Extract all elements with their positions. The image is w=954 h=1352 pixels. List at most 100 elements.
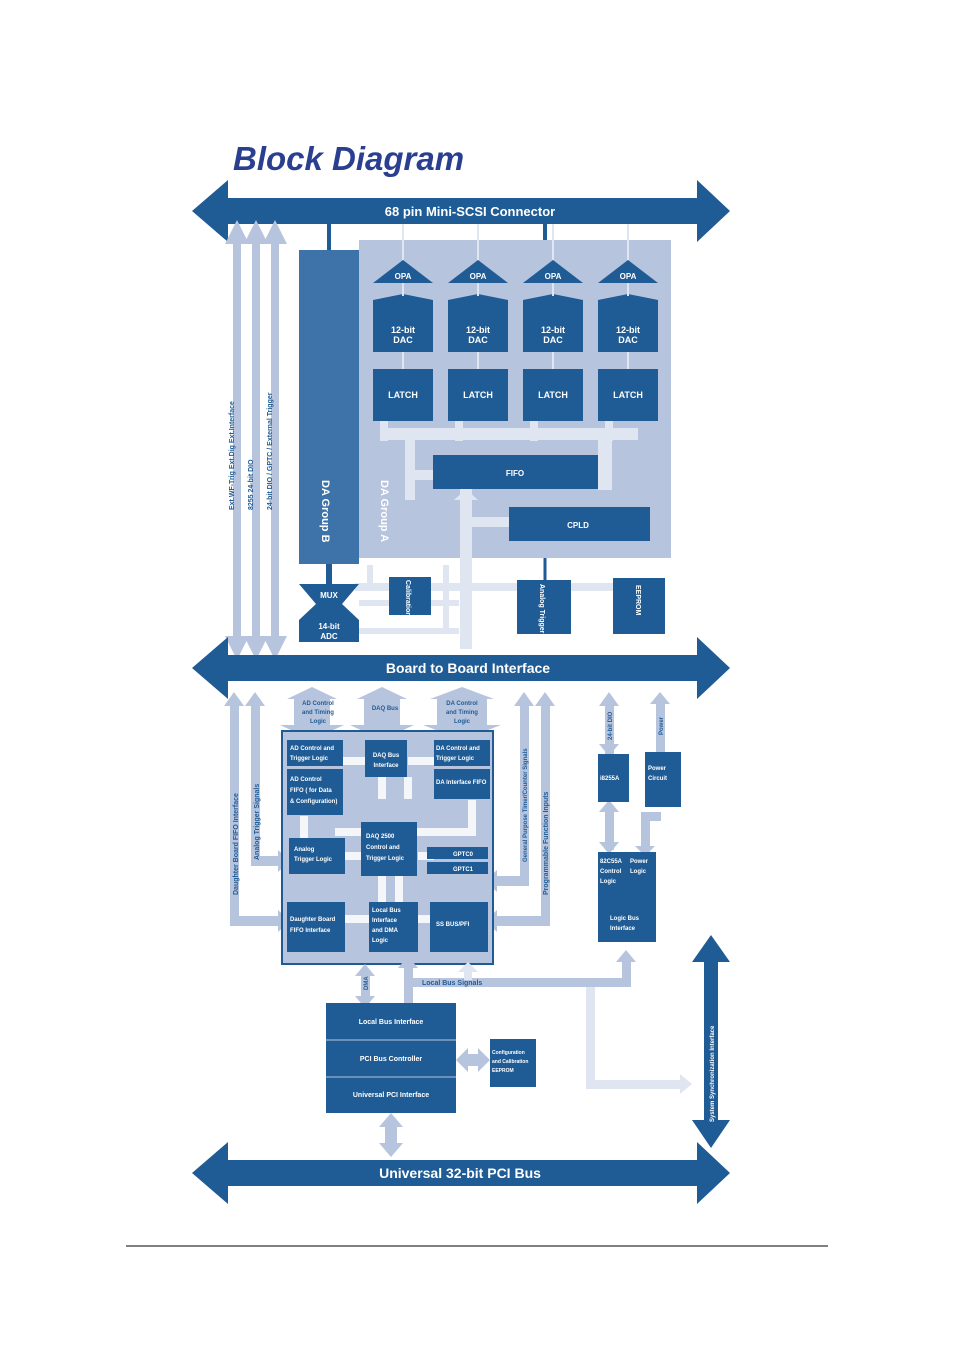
local-bus-interface-label: Local Bus Interface	[359, 1019, 424, 1026]
opa-label-2: OPA	[470, 272, 487, 281]
latch-2: LATCH	[463, 390, 493, 400]
dac-2-line1: 12-bit	[466, 325, 490, 335]
daughter-fifo-side-label: Daughter Board FIFO Interface	[233, 793, 240, 895]
dac-1-line1: 12-bit	[391, 325, 415, 335]
ad-timing-line2: and Timing	[302, 710, 334, 716]
right-block-arrows: 24-bit DIO Power	[599, 692, 670, 856]
pci-bus-label: Universal 32-bit PCI Bus	[379, 1165, 541, 1181]
ad-timing-line1: AD Control	[302, 701, 334, 707]
dio-24bit-label: 24-bit DIO	[608, 711, 614, 740]
local-bus-signals-label: Local Bus Signals	[422, 980, 482, 987]
fifo-block: FIFO	[433, 455, 598, 489]
daq-bus-arrow: DAQ Bus	[372, 706, 399, 712]
ad-ctrl-line1: AD Control and	[290, 746, 334, 752]
da-iface-fifo: DA Interface FIFO	[436, 780, 487, 786]
power-circuit-line1: Power	[648, 766, 667, 772]
latch-3: LATCH	[538, 390, 568, 400]
config-eeprom: Configuration and Calibration EEPROM	[456, 1039, 536, 1087]
da-timing-line1: DA Control	[446, 701, 478, 707]
opa-label-3: OPA	[545, 272, 562, 281]
opa-label-1: OPA	[395, 272, 412, 281]
left-vertical-arrows: Ext.WF-Trig Ext.Dig Ext.Interface 8255 2…	[225, 220, 287, 660]
daq-ctrl-line1: DAQ 2500	[366, 834, 395, 840]
dac-2-line2: DAC	[468, 335, 488, 345]
top-bus-label: 68 pin Mini-SCSI Connector	[385, 204, 555, 219]
dac-3-line1: 12-bit	[541, 325, 565, 335]
pci-controller: Local Bus Interface PCI Bus Controller U…	[326, 1003, 456, 1113]
logic-bus-line2: Interface	[610, 926, 636, 932]
local-bus-line1: Local Bus	[372, 908, 401, 914]
upper-arrows: AD Control and Timing Logic DAQ Bus DA C…	[280, 687, 501, 740]
right-side-arrows: General Purpose Timer/Counter Signals Pr…	[485, 692, 555, 932]
i8255-ctrl-line1: 82C55A	[600, 859, 623, 865]
latch-bus	[380, 421, 638, 500]
power-logic-line1: Power	[630, 859, 649, 865]
dac-3-line2: DAC	[543, 335, 563, 345]
top-bus: 68 pin Mini-SCSI Connector	[192, 180, 730, 242]
da-timing-line2: and Timing	[446, 710, 478, 716]
left-side-arrows: Daughter Board FIFO Interface Analog Tri…	[224, 692, 290, 932]
local-bus-signals: Local Bus Signals DMA	[355, 950, 692, 1094]
mux-adc: MUX 14-bit ADC	[299, 564, 359, 642]
cpld-label: CPLD	[567, 521, 589, 530]
eeprom-block: EEPROM	[613, 578, 665, 634]
da-ctrl-line2: Trigger Logic	[436, 756, 475, 762]
opa-3	[523, 260, 583, 283]
cfg-line1: Configuration	[492, 1050, 525, 1056]
diagram-title: Block Diagram	[233, 140, 464, 177]
daughter-line2: FIFO Interface	[290, 928, 331, 934]
da-ctrl-line1: DA Control and	[436, 746, 480, 752]
opa-1	[373, 260, 433, 283]
local-bus-line2: Interface	[372, 918, 398, 924]
gptc-1: GPTC0	[453, 852, 474, 858]
gptc-2: GPTC1	[453, 867, 474, 873]
i8255-ctrl-line3: Logic	[600, 879, 617, 885]
left-label-1: Ext.WF-Trig Ext.Dig Ext.Interface	[229, 401, 236, 510]
opa-4	[598, 260, 658, 283]
logic-bus-line1: Logic Bus	[610, 916, 640, 922]
ad-fifo-line1: AD Control	[290, 777, 322, 783]
adc-line1: 14-bit	[318, 622, 340, 631]
eeprom-label: EEPROM	[634, 585, 641, 616]
analog-trigger-label: Analog Trigger	[538, 584, 545, 634]
daq-bus-iface-line2: Interface	[373, 763, 399, 769]
cpld-block: CPLD	[509, 507, 650, 541]
da-group-b: DA Group B	[299, 224, 359, 564]
opa-label-4: OPA	[620, 272, 637, 281]
dac-4-line2: DAC	[618, 335, 638, 345]
board-to-board-bus: Board to Board Interface	[192, 637, 730, 699]
ad-timing-line3: Logic	[310, 719, 327, 725]
power-circuit-line2: Circuit	[648, 776, 667, 782]
left-label-2: 8255 24-bit DIO	[248, 459, 255, 510]
fpga-container: AD Control and Trigger Logic DAQ Bus Int…	[281, 730, 494, 965]
da-timing-line3: Logic	[454, 719, 471, 725]
left-label-3: 24-bit DIO / GPTC / External Trigger	[267, 392, 274, 510]
board-bus-label: Board to Board Interface	[386, 660, 550, 676]
calibration-label: Calibration	[404, 580, 411, 617]
mux-label: MUX	[320, 591, 338, 600]
power-arrow-label: Power	[659, 716, 665, 735]
cfg-line2: and Calibration	[492, 1059, 528, 1065]
da-group-a-label: DA Group A	[378, 480, 390, 542]
pci-bus-controller-label: PCI Bus Controller	[360, 1056, 423, 1063]
adc-line2: ADC	[320, 632, 338, 641]
latch-4: LATCH	[613, 390, 643, 400]
daq-ctrl-line3: Trigger Logic	[366, 856, 405, 862]
analog-trigger-block: Analog Trigger	[517, 558, 571, 634]
gp-timer-label: General Purpose Timer/Counter Signals	[523, 748, 529, 862]
opa-2	[448, 260, 508, 283]
cfg-line3: EEPROM	[492, 1068, 514, 1074]
sys-sync-arrow: System Synchronization Interface	[692, 935, 730, 1148]
analog-trig-line2: Trigger Logic	[294, 857, 333, 863]
pci-bus: Universal 32-bit PCI Bus	[192, 1142, 730, 1204]
daughter-line1: Daughter Board	[290, 917, 336, 923]
i8255-ctrl-line2: Control	[600, 869, 622, 875]
prog-function-label: Programmable Function Inputs	[543, 791, 550, 895]
daq-ctrl-line2: Control and	[366, 845, 400, 851]
i8255-label: i8255A	[600, 776, 620, 782]
calibration-block: Calibration	[389, 577, 431, 617]
dac-channels: OPA OPA OPA OPA 12-bit DAC 12-bit DAC 12…	[373, 224, 658, 421]
analog-trig-line1: Analog	[294, 847, 315, 853]
right-blocks: i8255A Power Circuit 82C55A Control Logi…	[598, 752, 681, 942]
